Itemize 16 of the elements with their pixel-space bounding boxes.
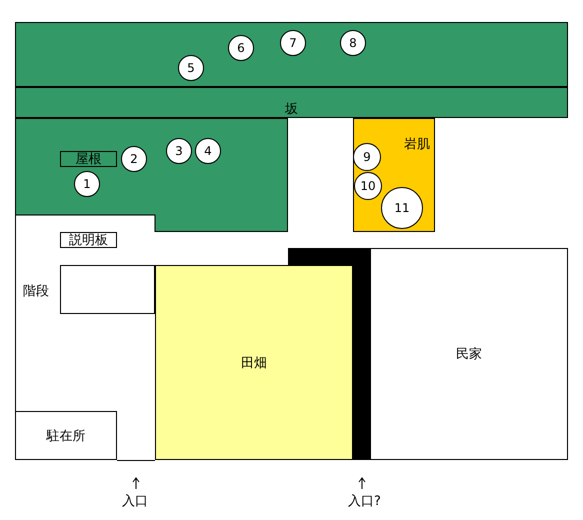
rock-face-area	[353, 118, 435, 232]
label-box: 説明板	[60, 232, 117, 248]
house-box: 民家	[370, 248, 568, 460]
numbered-circle: 10	[354, 172, 382, 200]
area-label: 階段	[23, 283, 49, 300]
field-area: 田畑	[155, 265, 353, 460]
label-box: 屋根	[60, 151, 117, 167]
numbered-circle: 11	[381, 187, 423, 229]
entrance-label: 入口?	[348, 493, 381, 510]
numbered-circle: 9	[353, 143, 381, 171]
hillside-area	[15, 118, 288, 232]
building-box: 駐在所	[15, 411, 117, 460]
entrance-label: 入口	[122, 493, 148, 510]
area-label: 岩肌	[404, 136, 430, 153]
hillside-area	[15, 22, 568, 87]
slope-band: 坂	[15, 87, 568, 118]
